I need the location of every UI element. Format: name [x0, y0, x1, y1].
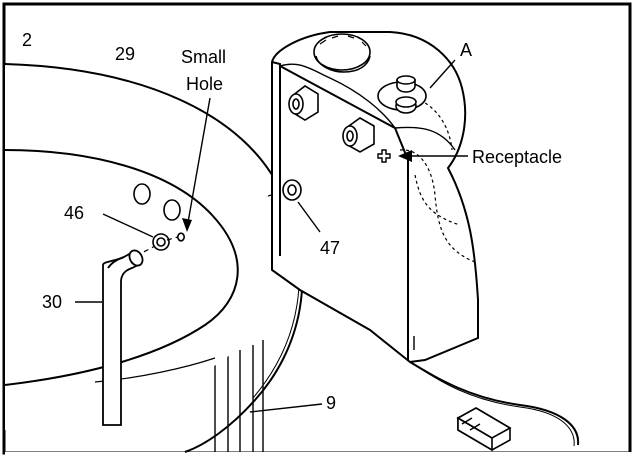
power-cord: [409, 361, 580, 452]
part-a-leader: [429, 59, 456, 89]
console-fittings: [282, 85, 375, 201]
rim-holes: [133, 183, 186, 242]
part-47-leader: [297, 201, 321, 233]
console-knobs: [377, 75, 427, 114]
small-hole-arrowhead: [182, 218, 192, 232]
tube-part-30: [102, 249, 144, 426]
label-small-hole-line2: Hole: [186, 74, 223, 94]
label-small-hole-line1: Small: [181, 47, 226, 67]
receptacle-arrowhead: [398, 150, 412, 162]
label-part-30: 30: [42, 292, 62, 312]
label-part-47: 47: [320, 238, 340, 258]
label-receptacle: Receptacle: [472, 147, 562, 167]
receptacle-marker: [377, 149, 391, 163]
step-number: 2: [22, 30, 32, 50]
washer-part-46: [152, 233, 170, 251]
label-part-29: 29: [115, 44, 135, 64]
label-part-46: 46: [64, 203, 84, 223]
console-side-panel: [399, 99, 476, 360]
small-hole-leader: [186, 97, 211, 229]
console-housing-part-a: [271, 31, 479, 364]
large-hole-lower: [163, 199, 181, 221]
leader-arrowheads: [182, 150, 412, 232]
part-9-leader: [249, 403, 323, 413]
part-46-leader: [102, 213, 154, 238]
large-hole-upper: [133, 183, 151, 205]
label-part-a: A: [460, 40, 472, 60]
console-top-cap: [313, 33, 371, 73]
label-part-9: 9: [326, 393, 336, 413]
small-hole: [177, 232, 186, 242]
power-plug: [456, 407, 512, 452]
